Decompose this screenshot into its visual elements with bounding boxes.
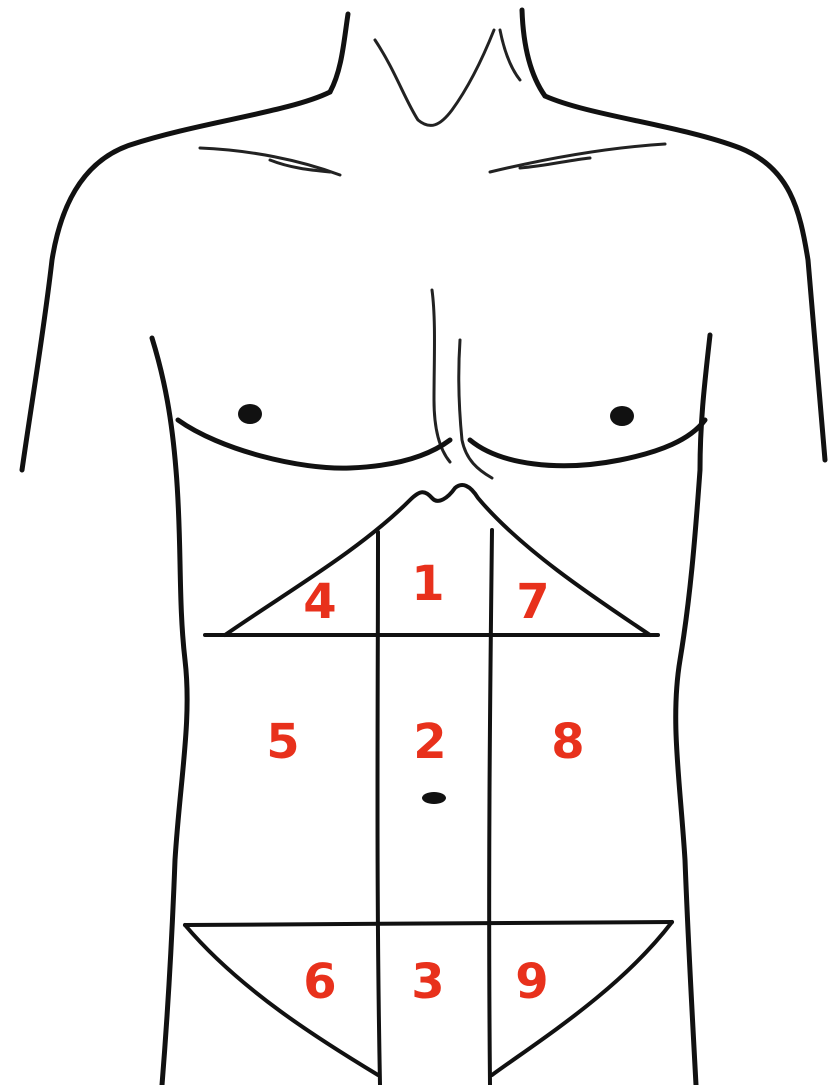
lower-triangle-left	[185, 925, 378, 1075]
region-label-1: 1	[411, 556, 444, 612]
region-label-2: 2	[413, 714, 446, 770]
region-label-4: 4	[303, 574, 336, 630]
region-label-6: 6	[303, 954, 336, 1010]
throat-detail	[375, 30, 494, 125]
region-labels: 1 2 3 4 5 6 7 8 9	[266, 556, 584, 1010]
sternum-left	[432, 290, 450, 462]
right-vertical-line	[489, 530, 492, 1085]
right-nipple	[610, 406, 634, 426]
right-pectoral	[470, 420, 705, 466]
region-label-5: 5	[266, 714, 299, 770]
region-label-9: 9	[515, 954, 548, 1010]
left-torso-side	[152, 338, 187, 1085]
sternum-right	[459, 340, 492, 478]
right-torso-side	[676, 335, 710, 1085]
right-collarbone	[490, 144, 665, 172]
neck-left-line	[330, 14, 348, 92]
left-shoulder-arm	[22, 92, 330, 470]
region-label-7: 7	[516, 574, 549, 630]
throat-detail-2	[500, 30, 520, 80]
region-label-8: 8	[551, 714, 584, 770]
region-label-3: 3	[411, 954, 444, 1010]
left-pectoral	[178, 420, 450, 468]
lower-horizontal-line	[185, 922, 672, 925]
left-nipple	[238, 404, 262, 424]
neck-right-line	[522, 10, 545, 96]
right-shoulder-arm	[545, 96, 825, 460]
left-vertical-line	[378, 532, 381, 1085]
navel	[422, 792, 446, 804]
